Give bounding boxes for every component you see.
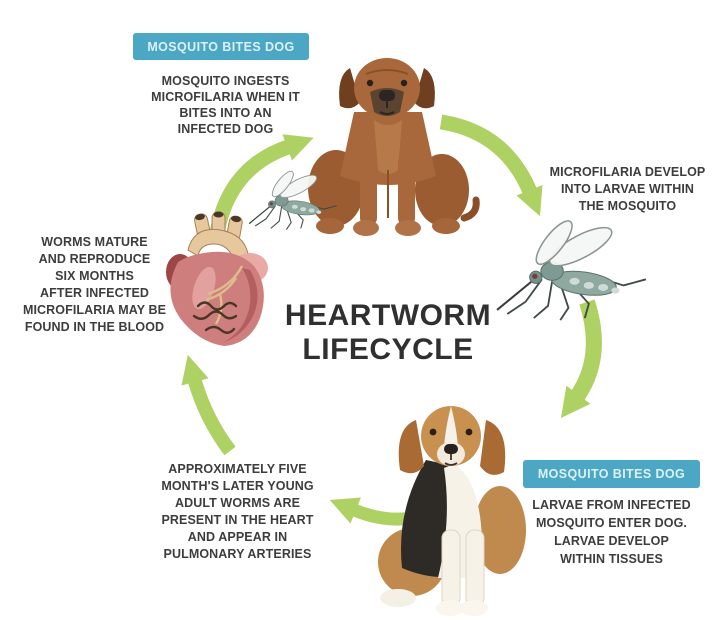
- stage-label-text: MOSQUITO BITES DOG: [537, 467, 686, 481]
- arrow-worms-to-heart: [181, 354, 236, 456]
- beagle-dog-image: [378, 406, 526, 616]
- stage-description-larvae-enter-dog: LARVAE FROM INFECTED MOSQUITO ENTER DOG.…: [532, 498, 691, 566]
- heart-illustration: [166, 211, 268, 346]
- brown-dog-image: [308, 58, 480, 236]
- page-title-line2: LIFECYCLE: [302, 333, 474, 366]
- arrow-dog-to-mosquito: [439, 114, 543, 217]
- large-mosquito-icon: [496, 215, 647, 322]
- arrow-mosquito-to-beagle: [560, 299, 602, 418]
- stage-label-text: MOSQUITO BITES DOG: [147, 39, 295, 54]
- small-mosquito-icon: [248, 167, 338, 231]
- stage-description-worms-mature: WORMS MATURE AND REPRODUCE SIX MONTHS AF…: [22, 235, 167, 334]
- stage-label-mosquito-bites-dog-bottom: MOSQUITO BITES DOG: [523, 460, 700, 488]
- page-title: HEARTWORM LIFECYCLE: [268, 299, 508, 367]
- stage-description-adult-worms: APPROXIMATELY FIVE MONTH'S LATER YOUNG A…: [161, 462, 314, 561]
- stage-label-mosquito-bites-dog-top: MOSQUITO BITES DOG: [133, 33, 309, 60]
- stage-description-mosquito-ingests: MOSQUITO INGESTS MICROFILARIA WHEN IT BI…: [151, 74, 300, 136]
- arrow-beagle-to-worms: [329, 497, 437, 526]
- page-title-line1: HEARTWORM: [284, 299, 492, 332]
- arrow-mosquito-to-dog: [209, 134, 314, 235]
- stage-description-microfilaria-develop: MICROFILARIA DEVELOP INTO LARVAE WITHIN …: [549, 165, 706, 213]
